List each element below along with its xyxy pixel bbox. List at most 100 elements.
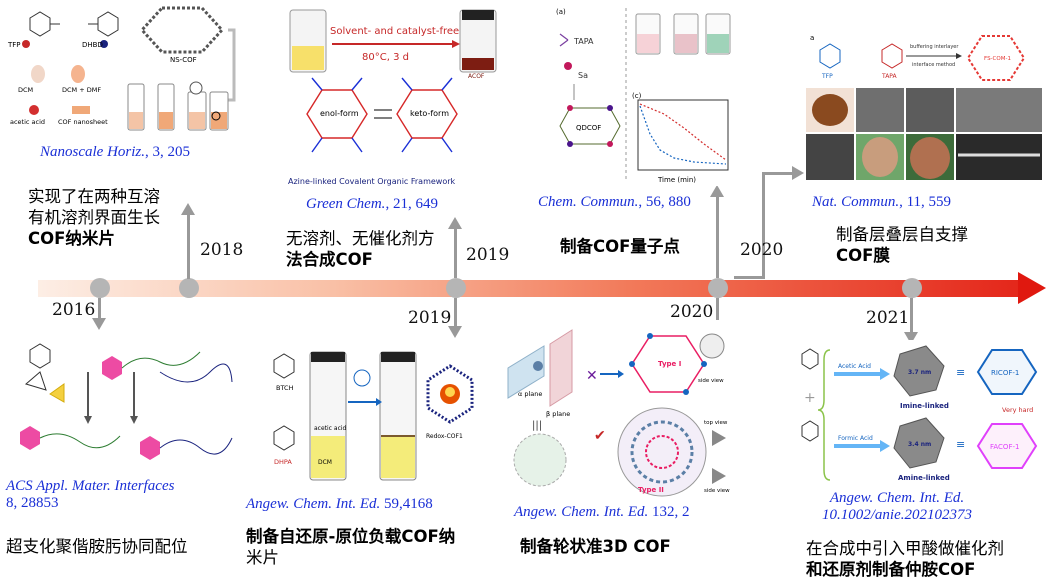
svg-text:≡: ≡ (956, 438, 965, 451)
figure-label: Azine-linked Covalent Organic Framework (288, 177, 456, 186)
description-line: 制备自还原-原位负载COF纳 (246, 527, 456, 546)
figure-label: Acetic Acid (838, 363, 871, 370)
figure-nanoscale-horiz: TFP DHBD NS-COF DCM DCM + DMF acetic aci… (2, 0, 240, 140)
timeline-node-2018 (179, 278, 199, 298)
reference-journal: Angew. Chem. Int. Ed. (246, 496, 381, 512)
figure-label: 80°C, 3 d (362, 52, 409, 63)
figure-label: Solvent- and catalyst-free (330, 26, 459, 37)
connector-2019-up (454, 228, 457, 278)
svg-text:DCM + DMF: DCM + DMF (62, 86, 101, 94)
reference-journal: Green Chem. (306, 196, 386, 212)
svg-text:DCM: DCM (18, 86, 33, 94)
figure-label: Redox-COF1 (426, 433, 463, 440)
figure-label: DHPA (274, 458, 292, 466)
figure-nat-commun: a TFP TAPA buffering interlayer interfac… (806, 30, 1044, 182)
reference-green-chem[interactable]: Green Chem., 21, 649 (306, 196, 438, 213)
figure-label: β plane (546, 410, 570, 418)
reference-detail: 59,4168 (380, 496, 433, 512)
svg-text:(c): (c) (632, 92, 642, 100)
arrow-2016 (92, 318, 106, 330)
arrow-2019-up (448, 217, 462, 229)
reference-nanoscale-horiz[interactable]: Nanoscale Horiz., 3, 205 (40, 144, 190, 161)
svg-text:COF nanosheet: COF nanosheet (58, 118, 108, 126)
figure-label: enol-form (320, 109, 359, 118)
figure-label: Type I (658, 360, 681, 368)
reference-journal: Chem. Commun. (538, 194, 639, 210)
connector-2020-down (716, 298, 719, 322)
figure-label: QDCOF (576, 124, 601, 132)
reference-detail: , 11, 559 (899, 194, 952, 210)
figure-label: acetic acid (314, 425, 347, 432)
description-line: 制备COF量子点 (560, 237, 680, 256)
description-line: 法合成COF (286, 250, 373, 269)
figure-label: Time (min) (657, 176, 696, 184)
figure-label: Amine-linked (898, 474, 950, 482)
description-line: 制备层叠层自支撑 (836, 225, 968, 244)
figure-label: TFP (821, 73, 833, 80)
connector-2020-elbow-base (734, 276, 765, 279)
figure-acs-appl (10, 332, 234, 472)
svg-text:|||: ||| (532, 420, 542, 431)
figure-label: 3.7 nm (908, 369, 931, 376)
arrow-2020-right (792, 166, 804, 180)
description-2018: 实现了在两种互溶 有机溶剂界面生长 COF纳米片 (28, 186, 160, 249)
description-2020-quantum-dot: 制备COF量子点 (560, 236, 680, 257)
connector-2020-elbow-horizontal (762, 172, 794, 175)
connector-2018 (187, 214, 190, 279)
year-label-2020-lower: 2020 (670, 302, 714, 322)
description-line: 制备轮状准3D COF (520, 537, 671, 556)
arrow-2020-up (710, 185, 724, 197)
year-label-2020-upper: 2020 (740, 240, 784, 260)
figure-label: RICOF-1 (991, 369, 1019, 377)
year-label-2018: 2018 (200, 240, 244, 260)
timeline-arrowhead (1018, 272, 1046, 304)
reference-detail: , 56, 880 (638, 194, 691, 210)
description-2020-wheel: 制备轮状准3D COF (520, 536, 671, 557)
description-2019-angew: 制备自还原-原位负载COF纳 米片 (246, 526, 455, 568)
figure-angew-59: BTCH DHPA acetic acid DCM Redox-COF1 (264, 346, 486, 488)
figure-label: keto-form (410, 109, 449, 118)
svg-text:✕: ✕ (586, 368, 598, 384)
reference-detail: , 3, 205 (145, 144, 190, 160)
svg-text:NS-COF: NS-COF (170, 56, 197, 64)
svg-text:+: + (804, 390, 816, 406)
description-line: COF纳米片 (28, 229, 115, 248)
figure-green-chem: Solvent- and catalyst-free 80°C, 3 d ACO… (282, 6, 504, 192)
figure-label: TAPA (573, 37, 594, 46)
timeline-bar (38, 280, 1023, 297)
svg-text:interface method: interface method (912, 62, 955, 68)
connector-2016 (98, 298, 101, 320)
figure-label: 3.4 nm (908, 441, 931, 448)
figure-label: FS-COM-1 (984, 56, 1011, 62)
reference-journal: Angew. Chem. Int. Ed. (514, 504, 649, 520)
description-line: 和还原剂制备仲胺COF (806, 560, 976, 579)
reference-journal: Angew. Chem. Int. Ed. (829, 490, 965, 506)
connector-2019-down (454, 298, 457, 328)
description-line: 超支化聚偕胺肟协同配位 (6, 537, 188, 556)
figure-angew-132: α plane β plane ✕ Type I side view ||| ✔… (500, 320, 734, 498)
svg-text:(a): (a) (556, 8, 566, 16)
svg-text:acetic acid: acetic acid (10, 118, 45, 126)
figure-label: top view (704, 420, 728, 426)
reference-journal: Nanoscale Horiz. (40, 144, 145, 160)
svg-text:✔: ✔ (594, 428, 606, 444)
reference-chem-commun[interactable]: Chem. Commun., 56, 880 (538, 194, 691, 211)
reference-angew-132[interactable]: Angew. Chem. Int. Ed. 132, 2 (514, 504, 690, 521)
reference-acs-appl[interactable]: ACS Appl. Mater. Interfaces 8, 28853 (6, 478, 174, 512)
timeline-node-2019 (446, 278, 466, 298)
year-label-2019-lower: 2019 (408, 308, 452, 328)
reference-nat-commun[interactable]: Nat. Commun., 11, 559 (812, 194, 951, 211)
figure-chem-commun: (a) TAPA Sa QDCOF (c) (554, 4, 732, 186)
reference-angew-2021[interactable]: Angew. Chem. Int. Ed. 10.1002/anie.20210… (822, 490, 972, 524)
figure-angew-2021: + Acetic Acid Formic Acid 3.7 nm 3.4 nm … (796, 340, 1054, 484)
connector-2020-up (716, 196, 719, 278)
description-2016: 超支化聚偕胺肟协同配位 (6, 536, 188, 557)
reference-detail: 10.1002/anie.202102373 (822, 507, 972, 523)
reference-journal: ACS Appl. Mater. Interfaces (6, 478, 175, 494)
description-line: 在合成中引入甲酸做催化剂 (806, 539, 1004, 558)
reference-detail: 132, 2 (648, 504, 690, 520)
reference-angew-59[interactable]: Angew. Chem. Int. Ed. 59,4168 (246, 496, 433, 513)
description-line: 有机溶剂界面生长 (28, 208, 160, 227)
figure-label: side view (704, 488, 730, 494)
